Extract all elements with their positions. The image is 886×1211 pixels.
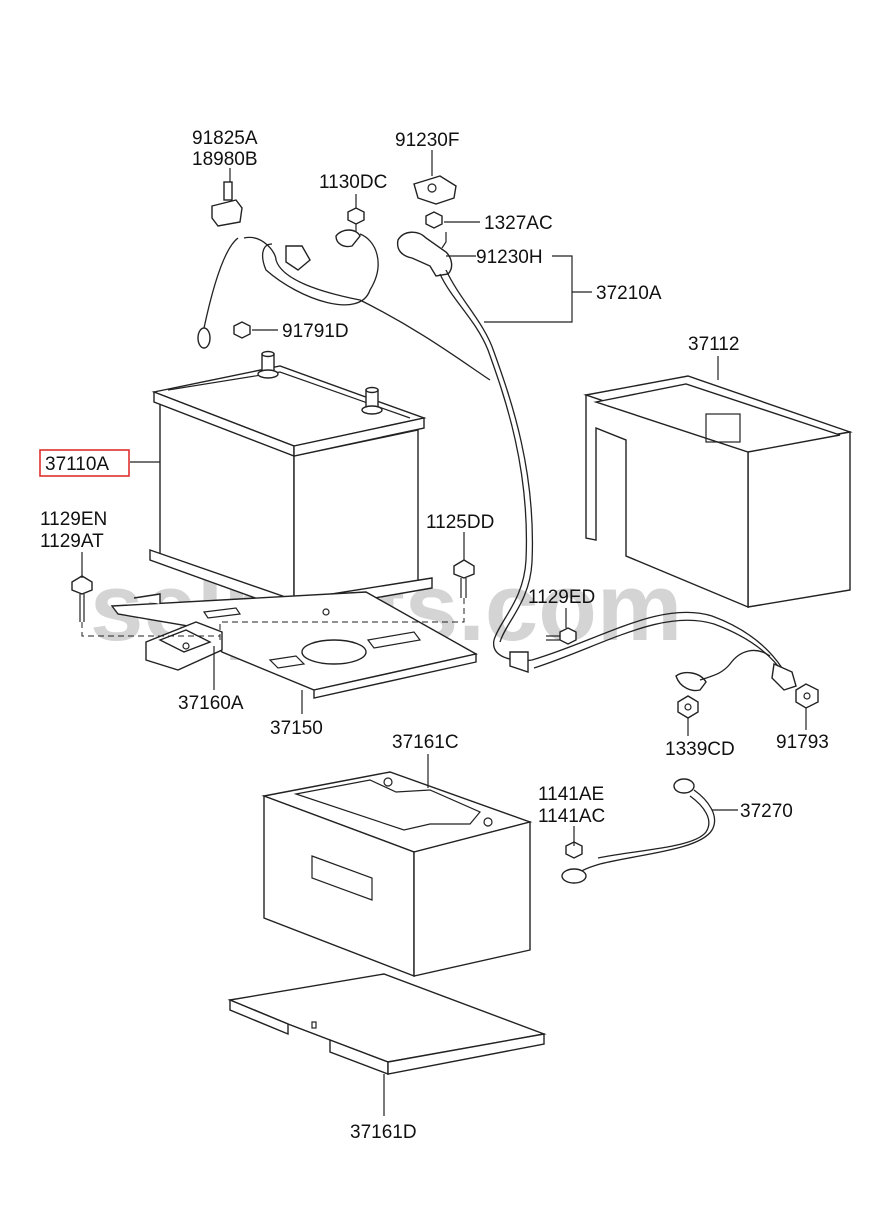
label-37161D[interactable]: 37161D (350, 1122, 417, 1143)
label-37270[interactable]: 37270 (740, 801, 793, 822)
label-91230F[interactable]: 91230F (395, 130, 459, 151)
label-1129EN[interactable]: 1129EN (40, 509, 107, 530)
bolt-1130DC[interactable] (347, 207, 365, 232)
label-1339CD[interactable]: 1339CD (665, 739, 735, 760)
nut-91793[interactable] (795, 683, 819, 709)
nut-1339CD[interactable] (677, 695, 699, 719)
label-37150[interactable]: 37150 (270, 718, 323, 739)
ground-cable-37270[interactable] (561, 778, 716, 884)
bolt-leader-lines (81, 598, 465, 640)
bolt-1129EN[interactable] (71, 575, 93, 622)
label-1141AC[interactable]: 1141AC (538, 806, 605, 827)
battery-tray-37112[interactable] (583, 375, 853, 609)
battery-37110A[interactable] (149, 350, 433, 613)
label-37161C[interactable]: 37161C (392, 732, 459, 753)
tray-pad-37161D[interactable] (227, 973, 547, 1076)
label-37210A[interactable]: 37210A (596, 283, 662, 304)
nut-1327AC[interactable] (425, 211, 443, 229)
label-18980B[interactable]: 18980B (192, 149, 258, 170)
label-91825A[interactable]: 91825A (192, 128, 258, 149)
leader-lines (81, 150, 807, 1116)
highlight-box-37110A (39, 449, 130, 477)
label-91791D[interactable]: 91791D (282, 321, 349, 342)
label-1129AT[interactable]: 1129AT (40, 531, 104, 552)
label-1130DC[interactable]: 1130DC (319, 172, 387, 193)
label-1327AC[interactable]: 1327AC (484, 213, 553, 234)
part-labels: 91825A 18980B 91230F 1130DC 1327AC 91230… (40, 128, 829, 1143)
label-91230H[interactable]: 91230H (476, 247, 543, 268)
battery-cable-37210A[interactable] (197, 229, 797, 692)
label-37160A[interactable]: 37160A (178, 693, 244, 714)
label-1125DD[interactable]: 1125DD (426, 512, 494, 533)
label-37112[interactable]: 37112 (688, 334, 739, 355)
label-91793[interactable]: 91793 (776, 732, 829, 753)
label-1129ED[interactable]: 1129ED (528, 587, 595, 608)
bolt-1141AE[interactable] (565, 840, 583, 859)
insulation-pad-37161C[interactable] (261, 771, 533, 978)
label-1141AE[interactable]: 1141AE (538, 784, 604, 805)
battery-plate-37150[interactable] (110, 591, 478, 699)
clamp-91230F[interactable] (413, 175, 457, 205)
clip-91825A[interactable] (211, 181, 243, 227)
label-37110A[interactable]: 37110A (45, 454, 109, 475)
bolt-91791D[interactable] (233, 321, 251, 339)
bolt-1129ED[interactable] (546, 627, 577, 645)
